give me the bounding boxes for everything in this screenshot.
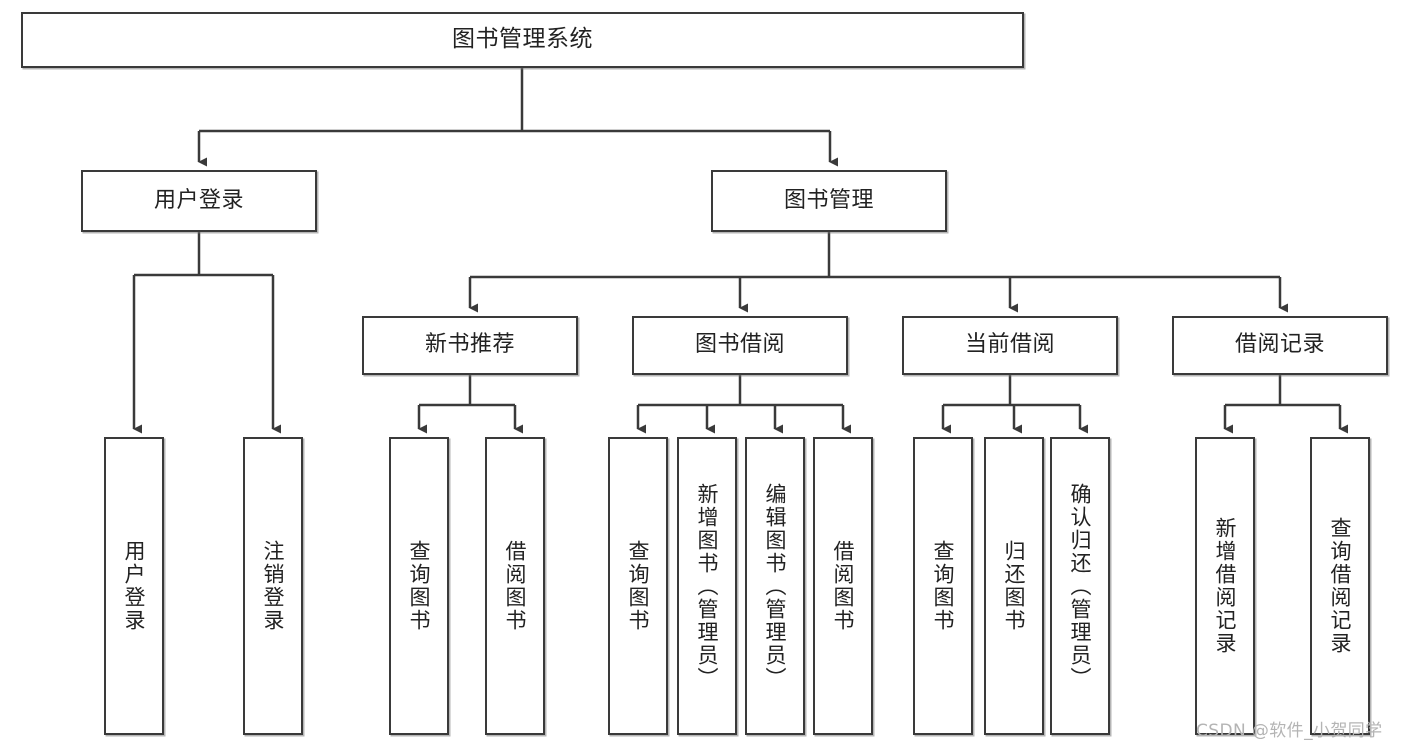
node-leaf-add-record-label: 新增借阅记录: [1213, 517, 1238, 655]
node-leaf-add-book[interactable]: 新增图书（管理员）: [677, 437, 737, 735]
node-book-manage[interactable]: 图书管理: [711, 170, 947, 232]
node-leaf-user-logout[interactable]: 注销登录: [243, 437, 303, 735]
node-root-label: 图书管理系统: [452, 26, 593, 53]
node-new-book-recommend-label: 新书推荐: [424, 332, 515, 358]
node-borrow-record-label: 借阅记录: [1234, 332, 1325, 358]
node-leaf-add-book-label: 新增图书（管理员）: [695, 482, 720, 690]
node-leaf-user-login-label: 用户登录: [122, 540, 147, 632]
node-leaf-query-record-label: 查询借阅记录: [1328, 517, 1353, 655]
node-leaf-user-logout-label: 注销登录: [261, 540, 286, 632]
node-current-borrow[interactable]: 当前借阅: [902, 316, 1118, 375]
node-leaf-query-book-3[interactable]: 查询图书: [913, 437, 973, 735]
node-leaf-confirm-return[interactable]: 确认归还（管理员）: [1050, 437, 1110, 735]
node-leaf-query-book-2[interactable]: 查询图书: [608, 437, 668, 735]
node-leaf-borrow-book-1-label: 借阅图书: [503, 540, 528, 632]
watermark-text: CSDN @软件_小贺同学: [1196, 721, 1383, 741]
node-leaf-borrow-book-2[interactable]: 借阅图书: [813, 437, 873, 735]
node-book-manage-label: 图书管理: [783, 187, 874, 213]
node-leaf-borrow-book-1[interactable]: 借阅图书: [485, 437, 545, 735]
node-leaf-query-book-1[interactable]: 查询图书: [389, 437, 449, 735]
node-leaf-query-book-1-label: 查询图书: [407, 540, 432, 632]
node-root[interactable]: 图书管理系统: [21, 12, 1024, 68]
node-new-book-recommend[interactable]: 新书推荐: [362, 316, 578, 375]
node-leaf-edit-book[interactable]: 编辑图书（管理员）: [745, 437, 805, 735]
node-leaf-return-book[interactable]: 归还图书: [984, 437, 1044, 735]
node-leaf-query-book-2-label: 查询图书: [626, 540, 651, 632]
node-book-borrow[interactable]: 图书借阅: [632, 316, 848, 375]
node-leaf-confirm-return-label: 确认归还（管理员）: [1068, 482, 1093, 690]
node-current-borrow-label: 当前借阅: [964, 332, 1055, 358]
node-borrow-record[interactable]: 借阅记录: [1172, 316, 1388, 375]
node-leaf-query-record[interactable]: 查询借阅记录: [1310, 437, 1370, 735]
node-leaf-edit-book-label: 编辑图书（管理员）: [763, 482, 788, 690]
node-leaf-return-book-label: 归还图书: [1002, 540, 1027, 632]
node-leaf-query-book-3-label: 查询图书: [931, 540, 956, 632]
node-leaf-user-login[interactable]: 用户登录: [104, 437, 164, 735]
node-book-borrow-label: 图书借阅: [694, 332, 785, 358]
node-user-login[interactable]: 用户登录: [81, 170, 317, 232]
node-leaf-borrow-book-2-label: 借阅图书: [831, 540, 856, 632]
node-leaf-add-record[interactable]: 新增借阅记录: [1195, 437, 1255, 735]
node-user-login-label: 用户登录: [153, 187, 244, 213]
